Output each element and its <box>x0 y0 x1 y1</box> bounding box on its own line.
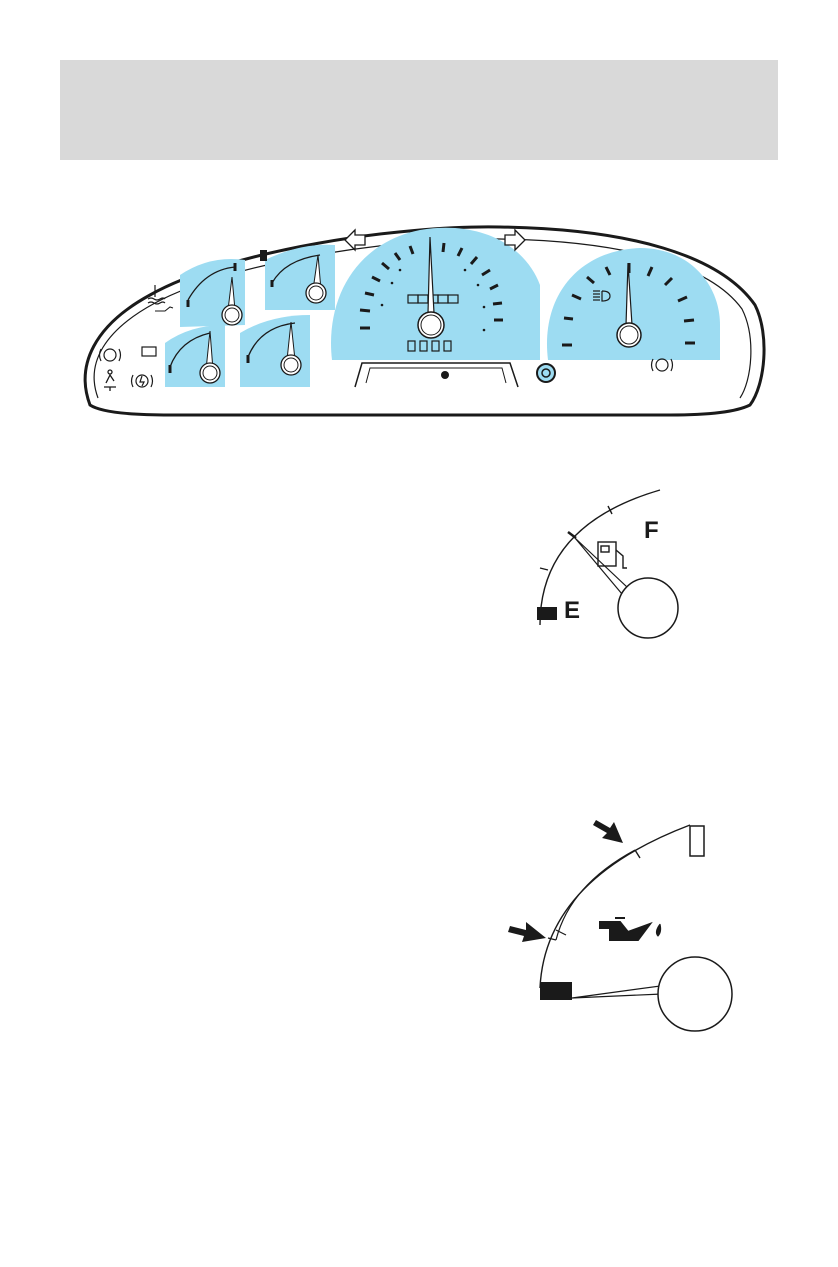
oil-needle <box>572 986 662 998</box>
overdrive-icon <box>441 371 449 379</box>
instrument-cluster <box>70 215 770 420</box>
header-bar <box>60 60 778 160</box>
arrow-low <box>508 922 546 942</box>
oil-can-icon <box>600 918 661 940</box>
oil-pressure-gauge-closeup <box>500 810 750 1050</box>
needle-hub <box>658 957 732 1031</box>
low-marker <box>540 982 572 1000</box>
fuel-pump-icon <box>260 250 267 261</box>
high-marker <box>690 826 704 856</box>
fuel-gauge-closeup: E F <box>520 480 720 650</box>
empty-marker <box>537 607 557 620</box>
arrow-high <box>593 820 623 843</box>
center-display <box>355 363 518 387</box>
needle-hub <box>618 578 678 638</box>
trip-reset-knob <box>537 364 555 382</box>
empty-label: E <box>564 597 580 624</box>
full-label: F <box>644 517 659 544</box>
